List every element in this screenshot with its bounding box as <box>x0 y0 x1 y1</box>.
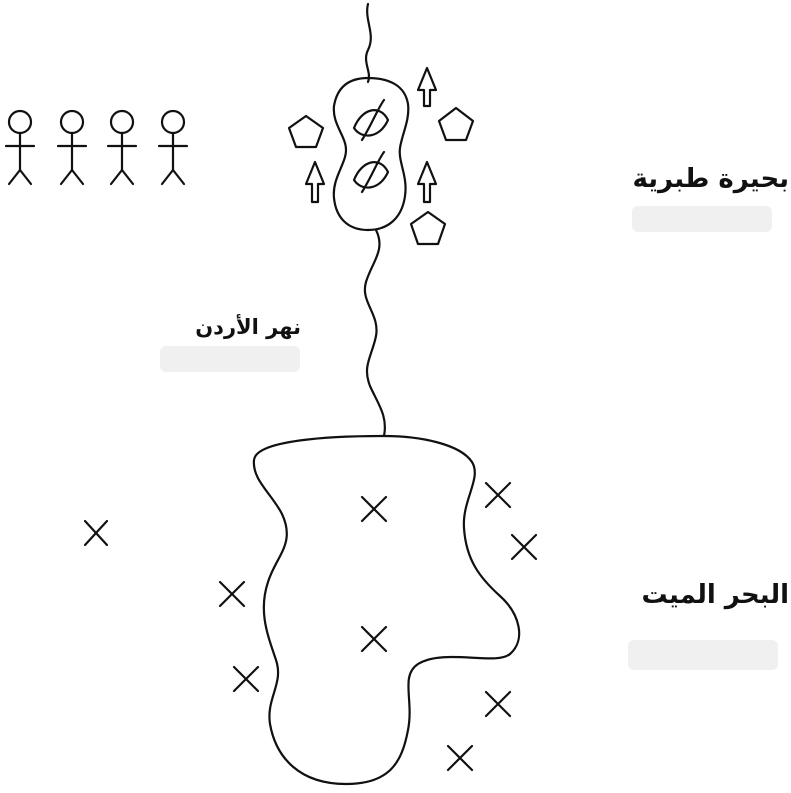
dead-sea-label: البحر الميت <box>641 580 790 610</box>
label-smudge <box>632 206 772 232</box>
x-mark-icon <box>484 481 512 509</box>
arrow-plant-icon <box>416 66 438 108</box>
x-mark-icon <box>83 519 109 547</box>
x-mark-icon <box>360 495 388 523</box>
river-inflow <box>364 2 372 84</box>
jordan-river <box>363 228 386 438</box>
sea-of-galilee-label: بحيرة طبرية <box>632 164 790 194</box>
sea-of-galilee-outline <box>332 76 410 232</box>
x-mark-icon <box>218 580 246 608</box>
fish-icon <box>352 150 390 194</box>
label-smudge <box>160 346 300 372</box>
x-mark-icon <box>446 744 474 772</box>
pentagon-icon <box>287 114 325 149</box>
x-mark-icon <box>510 533 538 561</box>
people-group <box>4 109 189 186</box>
arrow-plant-icon <box>416 160 438 204</box>
person-icon <box>56 109 88 186</box>
x-mark-icon <box>484 690 512 718</box>
pentagon-icon <box>437 106 475 142</box>
label-smudge <box>628 640 778 670</box>
person-icon <box>106 109 138 186</box>
fish-icon <box>352 98 390 142</box>
person-icon <box>157 109 189 186</box>
x-mark-icon <box>232 665 260 693</box>
pentagon-icon <box>409 210 447 246</box>
jordan-river-label: نهر الأردن <box>195 315 301 339</box>
arrow-plant-icon <box>304 160 326 204</box>
x-mark-icon <box>360 625 388 653</box>
person-icon <box>4 109 36 186</box>
dead-sea-outline <box>252 434 521 786</box>
